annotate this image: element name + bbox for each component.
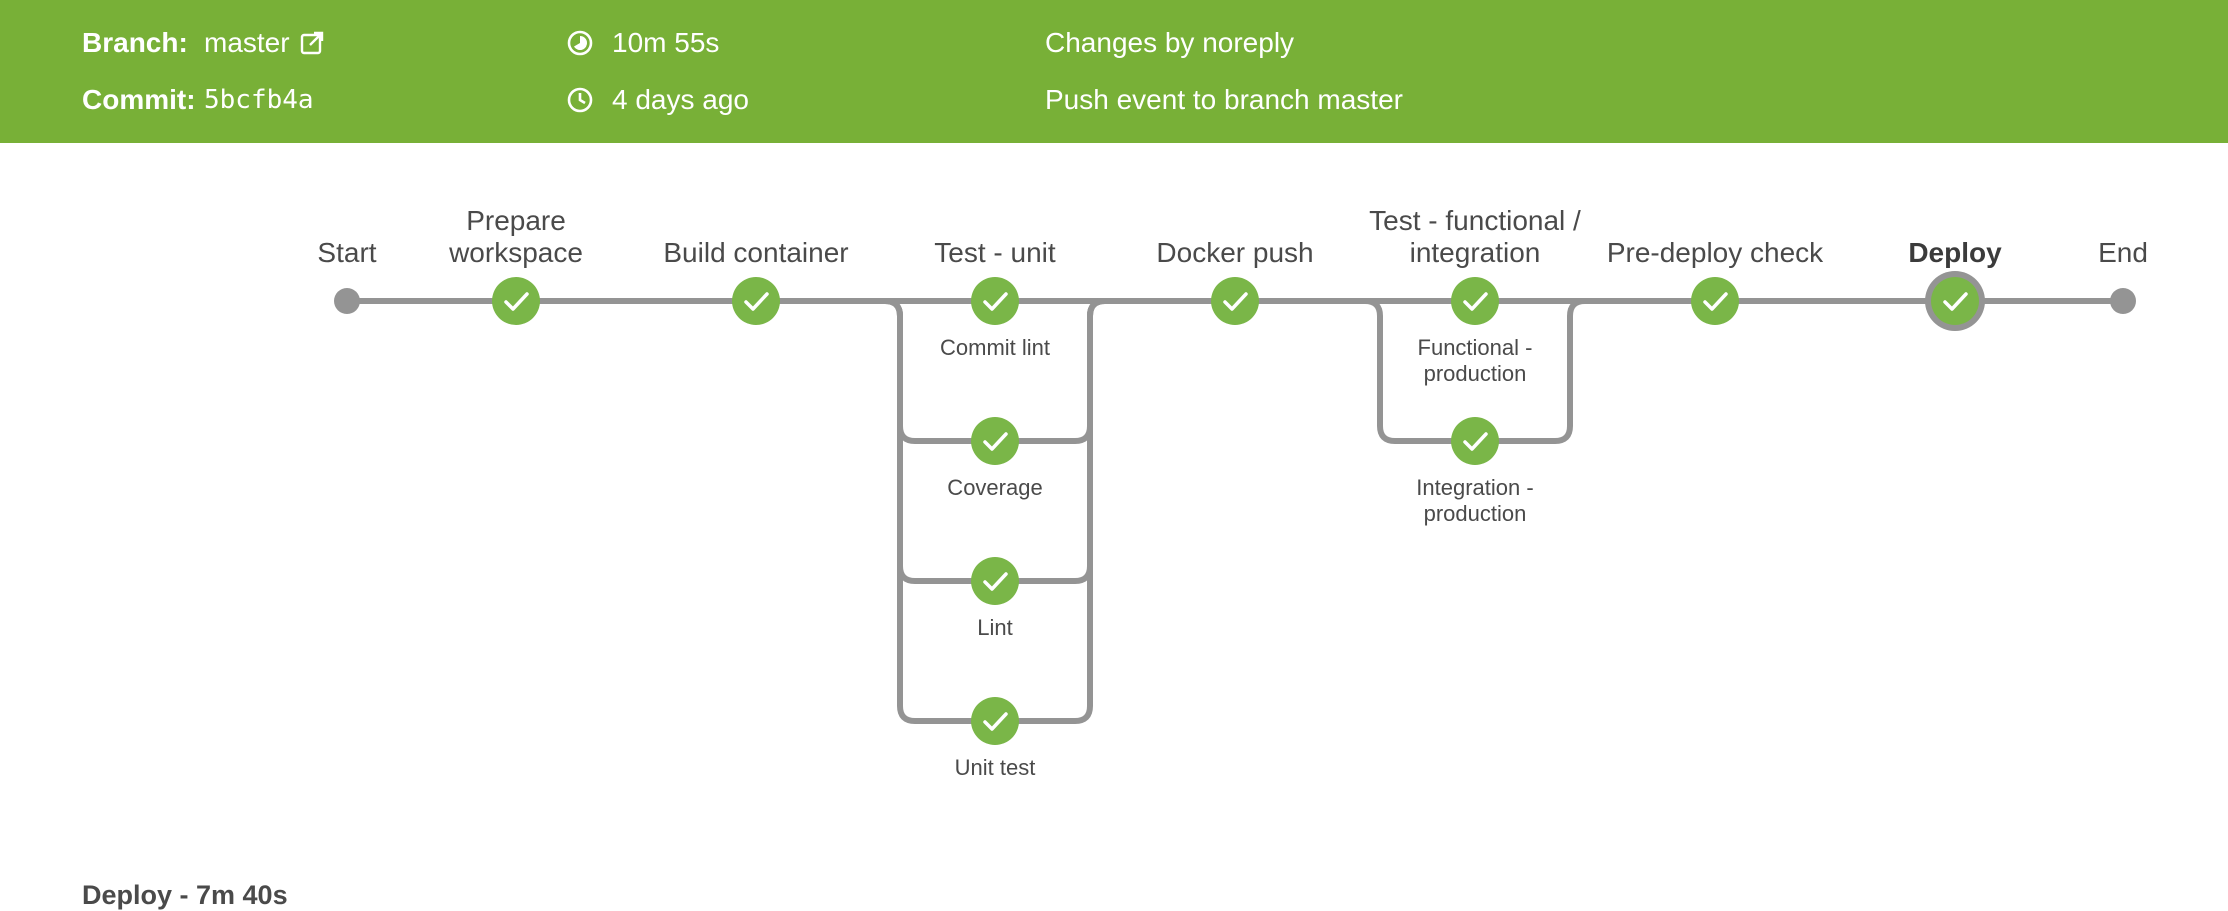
stage-label-test-unit[interactable]: Test - unit xyxy=(934,237,1056,268)
branch-link[interactable]: master xyxy=(204,27,290,58)
stage-node-prepare[interactable] xyxy=(492,277,540,325)
check-icon xyxy=(1463,292,1488,311)
success-status-circle xyxy=(1451,277,1499,325)
stage-label-start[interactable]: Start xyxy=(317,237,377,268)
selected-stage-title: Deploy - 7m 40s xyxy=(82,880,288,910)
stage-node-test-func-branch-1[interactable] xyxy=(1451,277,1499,325)
branch-label-test-unit-2[interactable]: Coverage xyxy=(947,475,1043,500)
pipeline-connectors xyxy=(334,271,2136,745)
time-row: 4 days ago xyxy=(566,83,749,117)
branch-label-test-func-2[interactable]: Integration - production xyxy=(1416,475,1534,526)
success-status-circle xyxy=(971,697,1019,745)
success-status-circle xyxy=(732,277,780,325)
stage-node-test-unit-branch-4[interactable] xyxy=(971,697,1019,745)
check-icon xyxy=(1703,292,1728,311)
branch-label-test-func-1[interactable]: Functional - production xyxy=(1417,335,1533,386)
success-status-circle xyxy=(1931,277,1979,325)
stage-node-test-func-branch-2[interactable] xyxy=(1451,417,1499,465)
commit-row: Commit: 5bcfb4a xyxy=(82,83,314,117)
commit-label: Commit: xyxy=(82,84,196,115)
stage-label-build[interactable]: Build container xyxy=(663,237,849,268)
changes-text[interactable]: Changes by noreply xyxy=(1045,27,1295,58)
stage-label-end[interactable]: End xyxy=(2098,237,2148,268)
branch-label-test-unit-3[interactable]: Lint xyxy=(977,615,1013,640)
pie-clock-icon xyxy=(566,29,594,57)
branch-connector-test-unit-3 xyxy=(884,298,1106,724)
success-status-circle xyxy=(971,277,1019,325)
success-status-circle xyxy=(1211,277,1259,325)
stage-node-test-unit-branch-2[interactable] xyxy=(971,417,1019,465)
commit-hash[interactable]: 5bcfb4a xyxy=(204,85,314,115)
check-icon xyxy=(983,712,1008,731)
time-ago: 4 days ago xyxy=(612,84,749,115)
stage-label-prepare[interactable]: Prepare workspace xyxy=(449,205,583,268)
event-text: Push event to branch master xyxy=(1045,84,1403,115)
success-status-circle xyxy=(492,277,540,325)
success-status-circle xyxy=(1451,417,1499,465)
stage-label-test-func[interactable]: Test - functional / integration xyxy=(1369,205,1581,268)
clock-icon xyxy=(566,86,594,114)
check-icon xyxy=(744,292,769,311)
pipeline-start-node xyxy=(334,288,360,314)
duration-row: 10m 55s xyxy=(566,26,719,60)
success-status-circle xyxy=(971,417,1019,465)
external-link-icon[interactable] xyxy=(300,31,324,55)
check-icon xyxy=(504,292,529,311)
duration-value: 10m 55s xyxy=(612,27,720,58)
check-icon xyxy=(1943,292,1968,311)
check-icon xyxy=(983,572,1008,591)
stage-node-test-unit-branch-3[interactable] xyxy=(971,557,1019,605)
run-summary-header: Branch: master Commit: 5bcfb4a 10m 55s xyxy=(0,0,2228,143)
stage-node-deploy[interactable] xyxy=(1925,271,1985,331)
branch-row: Branch: master xyxy=(82,26,324,60)
stage-label-deploy[interactable]: Deploy xyxy=(1908,237,2002,268)
stage-node-test-unit-branch-1[interactable] xyxy=(971,277,1019,325)
check-icon xyxy=(1223,292,1248,311)
check-icon xyxy=(983,292,1008,311)
branch-label-test-unit-4[interactable]: Unit test xyxy=(954,755,1036,780)
stage-label-predeploy[interactable]: Pre-deploy check xyxy=(1606,237,1824,268)
check-icon xyxy=(1463,432,1488,451)
success-status-circle xyxy=(971,557,1019,605)
stage-node-build[interactable] xyxy=(732,277,780,325)
stage-node-predeploy[interactable] xyxy=(1691,277,1739,325)
branch-label: Branch: xyxy=(82,27,188,58)
pipeline-end-node xyxy=(2110,288,2136,314)
check-icon xyxy=(983,432,1008,451)
stage-label-docker[interactable]: Docker push xyxy=(1156,237,1314,268)
success-status-circle xyxy=(1691,277,1739,325)
stage-node-docker[interactable] xyxy=(1211,277,1259,325)
branch-label-test-unit-1[interactable]: Commit lint xyxy=(939,335,1051,360)
